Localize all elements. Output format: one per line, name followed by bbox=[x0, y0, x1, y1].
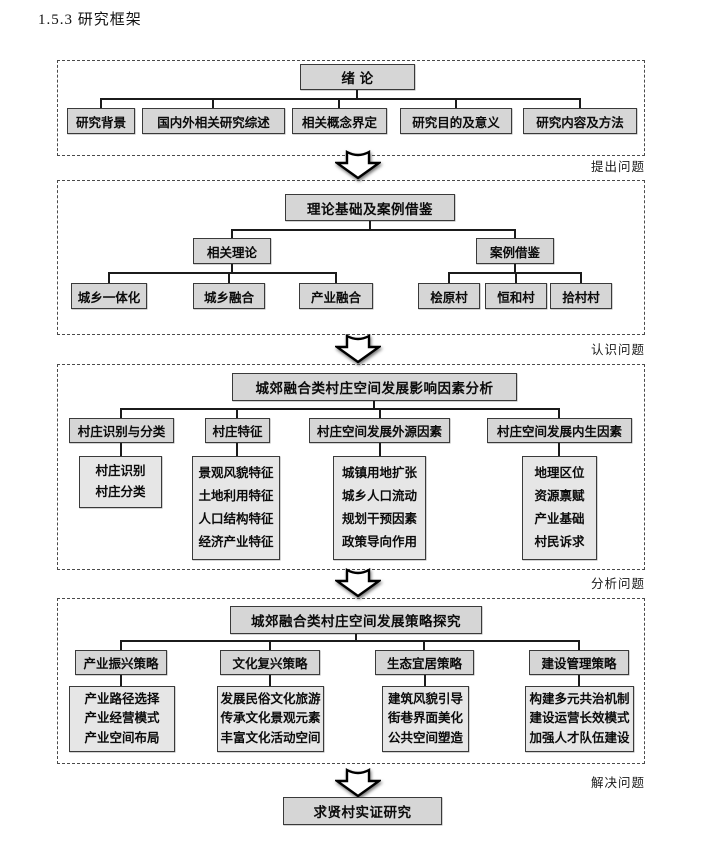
connector bbox=[514, 229, 516, 238]
connector bbox=[228, 272, 230, 283]
node-related-theories: 相关理论 bbox=[193, 238, 271, 264]
node-case-village-1: 桧原村 bbox=[418, 283, 480, 309]
node-external-factors: 村庄空间发展外源因素 bbox=[309, 418, 450, 443]
leaf-management-strategy: 构建多元共治机制 建设运营长效模式 加强人才队伍建设 bbox=[525, 686, 634, 752]
connector bbox=[120, 675, 122, 686]
connector bbox=[448, 272, 450, 283]
node-introduction: 绪 论 bbox=[300, 64, 415, 90]
node-purpose-significance: 研究目的及意义 bbox=[400, 108, 512, 134]
node-factors-analysis: 城郊融合类村庄空间发展影响因素分析 bbox=[232, 373, 517, 401]
node-ecology-strategy: 生态宜居策略 bbox=[375, 650, 474, 675]
connector bbox=[579, 98, 581, 108]
connector bbox=[121, 640, 579, 642]
connector bbox=[236, 408, 238, 418]
connector bbox=[423, 640, 425, 650]
node-content-methods: 研究内容及方法 bbox=[523, 108, 637, 134]
section-strategy-frame bbox=[57, 598, 645, 764]
connector bbox=[120, 443, 122, 456]
node-literature-review: 国内外相关研究综述 bbox=[142, 108, 285, 134]
connector bbox=[379, 408, 381, 418]
node-case-village-2: 恒和村 bbox=[485, 283, 547, 309]
leaf-ecology-strategy: 建筑风貌引导 街巷界面美化 公共空间塑造 bbox=[382, 686, 469, 752]
connector bbox=[356, 90, 358, 98]
node-management-strategy: 建设管理策略 bbox=[529, 650, 629, 675]
connector bbox=[232, 229, 515, 231]
connector bbox=[335, 272, 337, 283]
node-urban-rural-integration: 城乡一体化 bbox=[71, 283, 147, 309]
connector bbox=[269, 640, 271, 650]
leaf-identify-classify: 村庄识别 村庄分类 bbox=[79, 456, 162, 508]
connector bbox=[338, 98, 340, 108]
connector bbox=[231, 264, 233, 272]
connector bbox=[455, 98, 457, 108]
connector bbox=[558, 408, 560, 418]
flow-arrow-down-icon bbox=[335, 568, 381, 598]
connector bbox=[120, 408, 122, 418]
connector bbox=[515, 272, 517, 283]
connector bbox=[578, 640, 580, 650]
connector bbox=[514, 264, 516, 272]
connector bbox=[108, 272, 110, 283]
flow-arrow-down-icon bbox=[335, 334, 381, 364]
connector bbox=[578, 675, 580, 686]
node-industry-fusion: 产业融合 bbox=[299, 283, 373, 309]
section-theory-frame bbox=[57, 180, 645, 335]
node-theory-cases: 理论基础及案例借鉴 bbox=[285, 194, 455, 221]
connector bbox=[355, 634, 357, 640]
section-factors-frame bbox=[57, 364, 645, 570]
leaf-characteristics: 景观风貌特征 土地利用特征 人口结构特征 经济产业特征 bbox=[192, 456, 280, 560]
connector bbox=[379, 443, 381, 456]
leaf-culture-strategy: 发展民俗文化旅游 传承文化景观元素 丰富文化活动空间 bbox=[217, 686, 324, 752]
flow-arrow-down-icon bbox=[335, 768, 381, 798]
connector bbox=[558, 443, 560, 456]
flow-arrow-down-icon bbox=[335, 150, 381, 180]
node-urban-rural-fusion: 城乡融合 bbox=[193, 283, 265, 309]
leaf-industry-strategy: 产业路径选择 产业经营模式 产业空间布局 bbox=[69, 686, 175, 752]
node-case-village-3: 拾村村 bbox=[550, 283, 612, 309]
connector bbox=[121, 408, 560, 410]
node-industry-strategy: 产业振兴策略 bbox=[75, 650, 167, 675]
node-case-reference: 案例借鉴 bbox=[476, 238, 554, 264]
connector bbox=[580, 272, 582, 283]
node-village-characteristics: 村庄特征 bbox=[205, 418, 270, 443]
leaf-internal-factors: 地理区位 资源禀赋 产业基础 村民诉求 bbox=[522, 456, 597, 560]
connector bbox=[109, 272, 336, 274]
stage-label-raise-question: 提出问题 bbox=[591, 160, 646, 174]
node-empirical-study: 求贤村实证研究 bbox=[283, 797, 442, 825]
connector bbox=[424, 675, 426, 686]
node-internal-factors: 村庄空间发展内生因素 bbox=[487, 418, 632, 443]
node-culture-strategy: 文化复兴策略 bbox=[220, 650, 320, 675]
leaf-external-factors: 城镇用地扩张 城乡人口流动 规划干预因素 政策导向作用 bbox=[333, 456, 426, 560]
node-strategy-exploration: 城郊融合类村庄空间发展策略探究 bbox=[230, 606, 482, 634]
connector bbox=[236, 443, 238, 456]
page-title: 1.5.3 研究框架 bbox=[38, 12, 142, 28]
stage-label-recognize-problem: 认识问题 bbox=[591, 343, 646, 357]
connector bbox=[120, 640, 122, 650]
connector bbox=[231, 229, 233, 238]
node-village-identify-classify: 村庄识别与分类 bbox=[69, 418, 174, 443]
connector bbox=[101, 98, 580, 100]
node-research-background: 研究背景 bbox=[67, 108, 135, 134]
connector bbox=[369, 221, 371, 229]
connector bbox=[212, 98, 214, 108]
stage-label-solve-problem: 解决问题 bbox=[591, 776, 646, 790]
connector bbox=[373, 401, 375, 408]
connector bbox=[269, 675, 271, 686]
connector bbox=[100, 98, 102, 108]
stage-label-analyze-problem: 分析问题 bbox=[591, 577, 646, 591]
node-concept-definition: 相关概念界定 bbox=[292, 108, 387, 134]
